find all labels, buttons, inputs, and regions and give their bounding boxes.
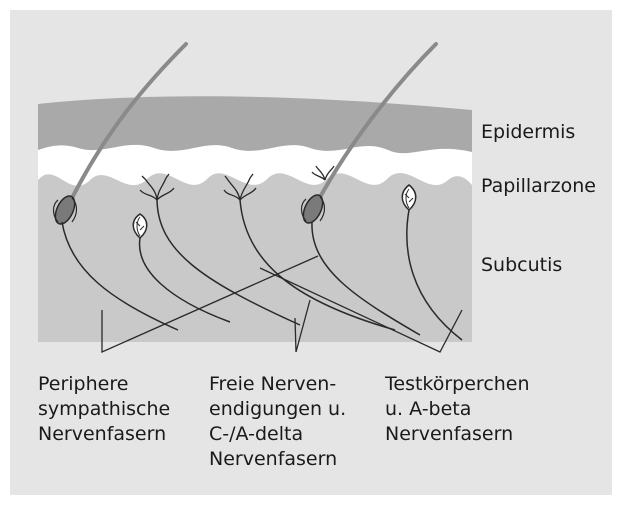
label-epidermis: Epidermis <box>481 120 575 145</box>
caption-line: Testkörperchen <box>385 372 530 397</box>
caption-line: Freie Nerven- <box>209 372 346 397</box>
caption-line: endigungen u. <box>209 397 346 422</box>
caption-line: Nervenfasern <box>209 447 346 472</box>
caption-line: Nervenfasern <box>38 422 170 447</box>
label-papillarzone: Papillarzone <box>481 174 596 199</box>
caption-line: Nervenfasern <box>385 422 530 447</box>
caption-corpuscles: Testkörperchen u. A-beta Nervenfasern <box>385 372 530 447</box>
caption-free-endings: Freie Nerven- endigungen u. C-/A-delta N… <box>209 372 346 472</box>
caption-line: u. A-beta <box>385 397 530 422</box>
caption-line: Periphere <box>38 372 170 397</box>
caption-line: C-/A-delta <box>209 422 346 447</box>
label-subcutis: Subcutis <box>481 253 562 278</box>
caption-line: sympathische <box>38 397 170 422</box>
caption-sympathetic: Periphere sympathische Nervenfasern <box>38 372 170 447</box>
